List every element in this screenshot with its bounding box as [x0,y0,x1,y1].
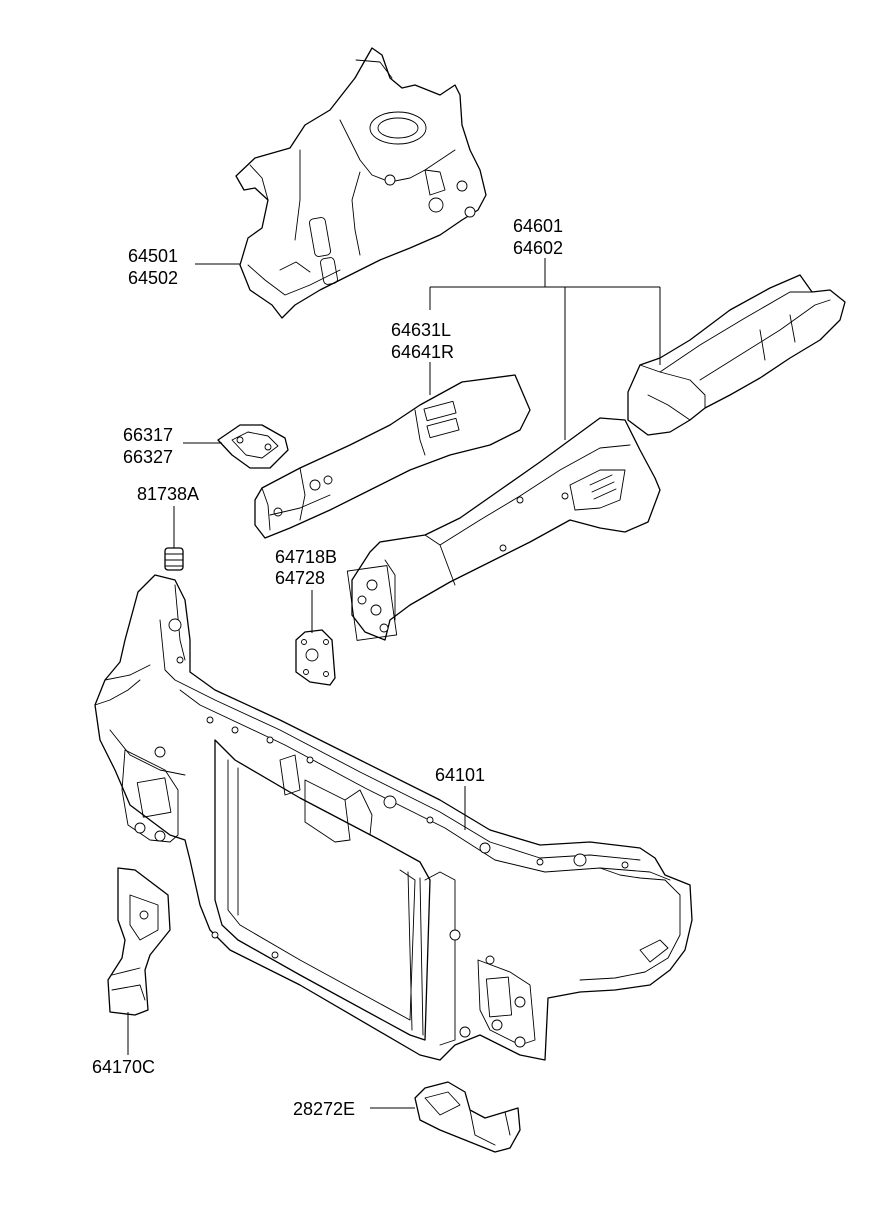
part-side-stay[interactable] [107,867,171,1016]
part-side-member-rear[interactable] [627,274,846,436]
label-64602: 64602 [513,238,563,258]
label-64631L: 64631L [391,320,451,340]
label-66327: 66327 [123,447,173,467]
part-wheel-house-panel[interactable] [235,47,487,319]
label-81738A: 81738A [137,484,199,504]
label-64718B: 64718B [275,547,337,567]
part-plate[interactable] [295,629,336,686]
label-64502: 64502 [128,268,178,288]
part-stopper[interactable] [164,547,184,571]
label-64728: 64728 [275,568,325,588]
label-28272E: 28272E [293,1099,355,1119]
leader-lines [127,258,661,1109]
part-front-end-carrier[interactable] [94,574,693,1061]
part-bracket[interactable] [217,424,289,469]
label-64601: 64601 [513,216,563,236]
label-64170C: 64170C [92,1057,155,1077]
label-64101: 64101 [435,765,485,785]
part-air-guide[interactable] [414,1081,521,1153]
label-64501: 64501 [128,246,178,266]
label-64641R: 64641R [391,342,454,362]
part-side-member-right[interactable] [346,417,661,641]
part-labels: 64501 64502 64601 64602 64631L 64641R 66… [92,216,563,1119]
label-66317: 66317 [123,425,173,445]
part-side-member-left[interactable] [254,374,531,539]
